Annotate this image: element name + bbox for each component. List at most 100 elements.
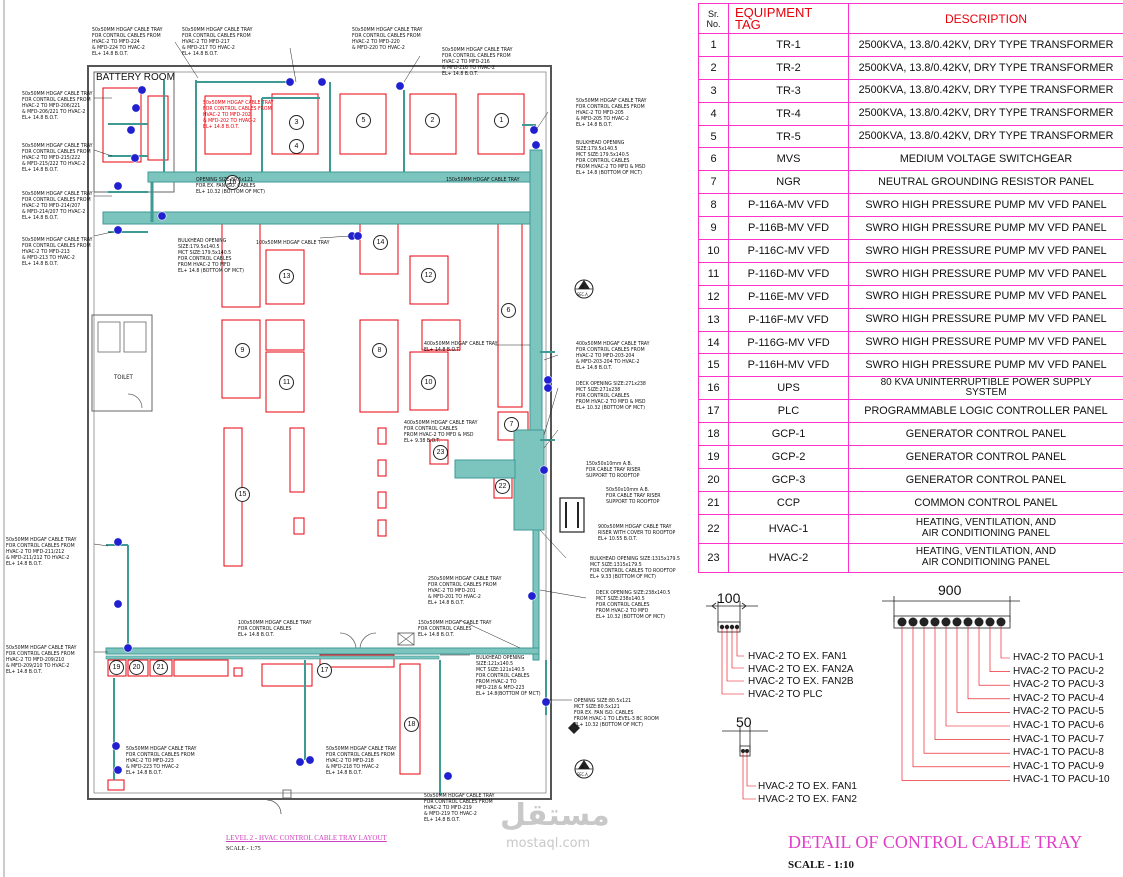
- equipment-number: 21: [153, 660, 168, 675]
- sr-cell: 20: [698, 467, 729, 492]
- tray-tag-icon: [130, 153, 140, 163]
- equipment-number: 16: [225, 175, 240, 190]
- tag-cell: GCP-1: [728, 422, 849, 447]
- tray-label: 50x50MM HDGAF CABLE TRAY FOR CONTROL CAB…: [92, 27, 163, 57]
- tray-label: 400x50MM HDGAF CABLE TRAY EL+ 14.8 B.O.T…: [424, 341, 498, 353]
- description-cell: SWRO HIGH PRESSURE PUMP MV VFD PANEL: [848, 284, 1123, 309]
- tag-cell: P-116A-MV VFD: [728, 193, 849, 218]
- sr-cell: 4: [698, 101, 729, 126]
- cable-dot: [897, 617, 907, 627]
- cable-leader: [1000, 627, 1010, 659]
- cable-label: HVAC-2 TO EX. FAN2B: [748, 676, 854, 688]
- tray-label: 400x50MM HDGAF CABLE TRAY FOR CONTROL CA…: [576, 341, 650, 371]
- tag-cell: TR-1: [728, 33, 849, 57]
- tag-cell: P-116E-MV VFD: [728, 284, 849, 309]
- tray-900-leaders: [901, 627, 1010, 781]
- tray-tag-icon: [543, 383, 553, 393]
- tray-tag-icon: [527, 591, 537, 601]
- tray-tag-icon: [111, 741, 121, 751]
- cable-dot: [952, 617, 962, 627]
- cable-label: HVAC-1 TO PACU-9: [1013, 760, 1104, 772]
- description-cell: SWRO HIGH PRESSURE PUMP MV VFD PANEL: [848, 239, 1123, 263]
- equipment-number: 6: [501, 303, 516, 318]
- tray-label: 100x50MM HDGAF CABLE TRAY FOR CONTROL CA…: [238, 620, 312, 638]
- description-cell: SWRO HIGH PRESSURE PUMP MV VFD PANEL: [848, 193, 1123, 218]
- tag-cell: MVS: [728, 147, 849, 172]
- description-cell: 2500KVA, 13.8/0.42KV, DRY TYPE TRANSFORM…: [848, 124, 1123, 149]
- equipment-number: 3: [289, 115, 304, 130]
- equipment-number: 15: [235, 487, 250, 502]
- tray-label: 50x50MM HDGAF CABLE TRAY FOR CONTROL CAB…: [22, 143, 93, 173]
- tag-cell: GCP-2: [728, 445, 849, 469]
- tray-tag-icon: [137, 85, 147, 95]
- tray-50-leaders: [742, 753, 756, 800]
- battery-room-label: BATTERY ROOM: [96, 72, 175, 83]
- opening-label: BULKHEAD OPENING SIZE:1315x179.5 MCT SIZ…: [590, 556, 680, 580]
- cable-dot: [985, 617, 995, 627]
- tag-cell: P-116G-MV VFD: [728, 330, 849, 355]
- tag-cell: CCP: [728, 490, 849, 515]
- description-cell: GENERATOR CONTROL PANEL: [848, 467, 1123, 492]
- cable-leader: [934, 627, 1010, 740]
- tray-tag-icon: [317, 77, 327, 87]
- tray-tag-icon: [443, 771, 453, 781]
- equipment-number: 9: [235, 343, 250, 358]
- equipment-number: 7: [504, 417, 519, 432]
- section-sub: SEC.A: [577, 772, 588, 777]
- tray-label: 150x50MM HDGAF CABLE TRAY FOR CONTROL CA…: [418, 620, 492, 638]
- description-cell: HEATING, VENTILATION, AND AIR CONDITIONI…: [848, 542, 1123, 573]
- section-arrow: [568, 722, 580, 734]
- drawing-title: LEVEL 2 - HVAC CONTROL CABLE TRAY LAYOUT: [226, 834, 387, 842]
- cable-label: HVAC-1 TO PACU-7: [1013, 733, 1104, 745]
- equipment-number: 18: [404, 717, 419, 732]
- sr-cell: 1: [698, 33, 729, 57]
- sr-cell: 15: [698, 353, 729, 378]
- description-cell: GENERATOR CONTROL PANEL: [848, 422, 1123, 447]
- tray-label: 50x50MM HDGAF CABLE TRAY FOR CONTROL CAB…: [22, 191, 93, 221]
- cable-dot: [996, 617, 1006, 627]
- description-cell: 2500KVA, 13.8/0.42KV, DRY TYPE TRANSFORM…: [848, 33, 1123, 57]
- tray-tag-icon: [113, 599, 123, 609]
- tray-900-section: [882, 596, 1020, 629]
- cable-label: HVAC-2 TO EX. FAN2: [758, 794, 857, 805]
- tray-tag-icon: [539, 465, 549, 475]
- tray-label: 150x50x10mm A.B. FOR CABLE TRAY RISER SU…: [586, 461, 641, 479]
- tray-label: 50x50MM HDGAF CABLE TRAY FOR CONTROL CAB…: [126, 746, 197, 776]
- cable-dot: [963, 617, 973, 627]
- tag-cell: P-116B-MV VFD: [728, 216, 849, 241]
- tray-tag-icon: [541, 697, 551, 707]
- cable-leader: [989, 627, 1010, 672]
- tray-50-cables: [741, 749, 749, 753]
- sr-cell: 23: [698, 542, 729, 573]
- equipment-number: 11: [279, 375, 294, 390]
- description-cell: 2500KVA, 13.8/0.42KV, DRY TYPE TRANSFORM…: [848, 55, 1123, 80]
- equipment-number: 8: [372, 343, 387, 358]
- tag-cell: UPS: [728, 376, 849, 401]
- sr-cell: 22: [698, 513, 729, 544]
- tray-label: 50x50MM HDGAF CABLE TRAY FOR CONTROL CAB…: [6, 537, 77, 567]
- description-cell: NEUTRAL GROUNDING RESISTOR PANEL: [848, 170, 1123, 195]
- tray-tag-icon: [295, 757, 305, 767]
- description-cell: SWRO HIGH PRESSURE PUMP MV VFD PANEL: [848, 330, 1123, 355]
- detail-scale: SCALE - 1:10: [788, 859, 855, 871]
- sr-cell: 11: [698, 261, 729, 286]
- tray-tag-icon: [305, 755, 315, 765]
- tray-tag-icon: [543, 375, 553, 385]
- equipment-number: 17: [317, 663, 332, 678]
- header-description: DESCRIPTION: [848, 3, 1123, 34]
- tray-tag-icon: [113, 181, 123, 191]
